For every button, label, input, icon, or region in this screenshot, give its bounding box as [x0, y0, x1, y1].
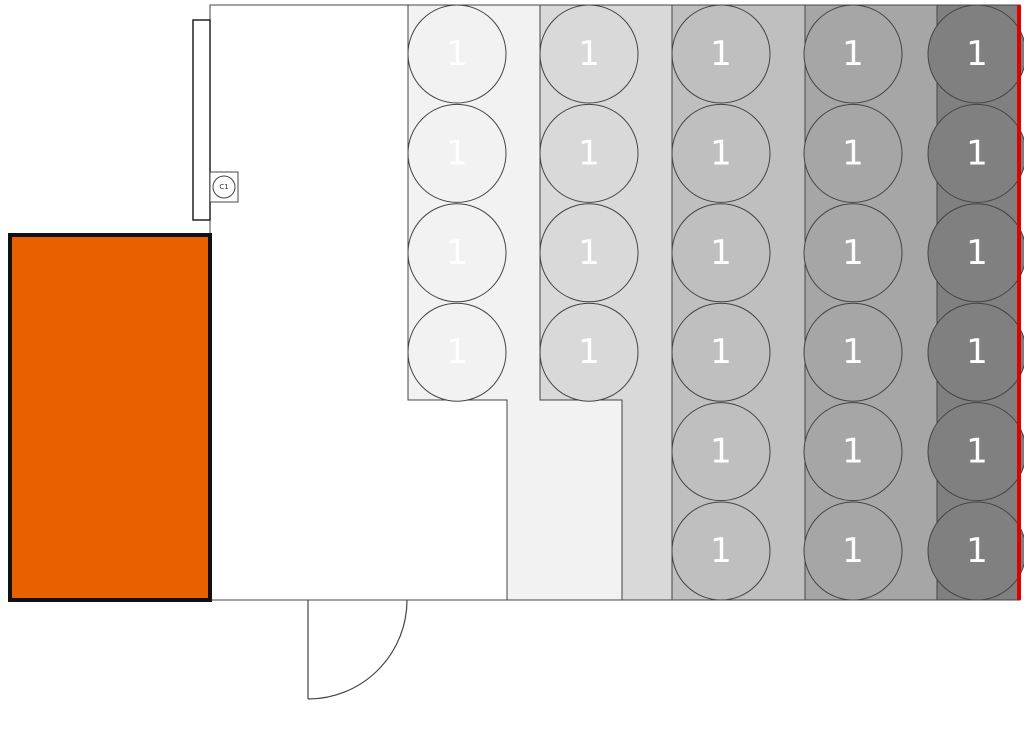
seat-label: 1 — [446, 133, 468, 173]
seat[interactable]: 1 — [539, 203, 639, 303]
seat-label: 1 — [966, 233, 988, 273]
seat[interactable]: 1 — [927, 4, 1024, 104]
seat-circle — [539, 4, 639, 104]
seat[interactable]: 1 — [803, 103, 903, 203]
orange-block — [8, 233, 212, 602]
seat-circle — [671, 302, 771, 402]
seat-label: 1 — [578, 34, 600, 74]
seat[interactable]: 1 — [671, 4, 771, 104]
door-swing-arc — [307, 599, 408, 700]
seat[interactable]: 1 — [671, 203, 771, 303]
seat-circle — [407, 203, 507, 303]
seat[interactable]: 1 — [803, 501, 903, 601]
seat-circle — [927, 302, 1024, 402]
seat-label: 1 — [842, 133, 864, 173]
seat-label: 1 — [842, 531, 864, 571]
seat-label: 1 — [710, 531, 732, 571]
seat-label: 1 — [966, 332, 988, 372]
seat[interactable]: 1 — [671, 302, 771, 402]
seat-label: 1 — [446, 34, 468, 74]
seat[interactable]: 1 — [407, 203, 507, 303]
seat[interactable]: 1 — [671, 103, 771, 203]
seat-circle — [539, 103, 639, 203]
seat-circle — [407, 4, 507, 104]
controller-label: C1 — [219, 183, 228, 191]
seat[interactable]: 1 — [927, 302, 1024, 402]
seat-circle — [407, 103, 507, 203]
seat[interactable]: 1 — [407, 302, 507, 402]
seat-label: 1 — [710, 233, 732, 273]
seat-circle — [927, 103, 1024, 203]
door[interactable] — [307, 599, 408, 700]
seat[interactable]: 1 — [927, 402, 1024, 502]
seat-label: 1 — [710, 332, 732, 372]
seat[interactable]: 1 — [803, 402, 903, 502]
seating-area: 1 1 1 1 1 1 1 1 1 1 1 1 1 1 1 1 1 1 1 1 1 1 1 1 1 1 — [407, 4, 1024, 601]
seat-label: 1 — [966, 432, 988, 472]
seat[interactable]: 1 — [803, 302, 903, 402]
seat-circle — [407, 302, 507, 402]
seat[interactable]: 1 — [407, 103, 507, 203]
seat-label: 1 — [446, 332, 468, 372]
seat-circle — [803, 302, 903, 402]
seat-circle — [671, 4, 771, 104]
seat-circle — [803, 203, 903, 303]
seat[interactable]: 1 — [671, 501, 771, 601]
seat-label: 1 — [578, 233, 600, 273]
seat-label: 1 — [966, 34, 988, 74]
seat[interactable]: 1 — [407, 4, 507, 104]
seat-circle — [671, 402, 771, 502]
seat-circle — [803, 501, 903, 601]
seat-label: 1 — [578, 332, 600, 372]
seat-label: 1 — [842, 432, 864, 472]
seat-label: 1 — [446, 233, 468, 273]
seat[interactable]: 1 — [927, 203, 1024, 303]
seat[interactable]: 1 — [927, 103, 1024, 203]
seat-label: 1 — [710, 133, 732, 173]
seat-circle — [803, 402, 903, 502]
zone-3 — [671, 4, 806, 601]
seat-circle — [671, 501, 771, 601]
wall-panel — [192, 19, 211, 221]
seat[interactable]: 1 — [803, 4, 903, 104]
seat-circle — [927, 501, 1024, 601]
seat-label: 1 — [966, 133, 988, 173]
seat-label: 1 — [710, 432, 732, 472]
seat-circle — [539, 203, 639, 303]
seat-label: 1 — [842, 332, 864, 372]
seat-circle — [539, 302, 639, 402]
seat-label: 1 — [842, 233, 864, 273]
seat-label: 1 — [578, 133, 600, 173]
seat[interactable]: 1 — [539, 103, 639, 203]
seat[interactable]: 1 — [803, 203, 903, 303]
seat[interactable]: 1 — [927, 501, 1024, 601]
controller-icon: C1 — [209, 171, 239, 203]
seat-circle — [671, 203, 771, 303]
seat-circle — [927, 203, 1024, 303]
seat-circle — [927, 402, 1024, 502]
seat-circle — [803, 4, 903, 104]
seat-label: 1 — [842, 34, 864, 74]
zone-4 — [804, 4, 938, 601]
seat-label: 1 — [710, 34, 732, 74]
seat[interactable]: 1 — [539, 302, 639, 402]
seat-circle — [671, 103, 771, 203]
seat[interactable]: 1 — [539, 4, 639, 104]
seat-circle — [803, 103, 903, 203]
seat-label: 1 — [966, 531, 988, 571]
seat[interactable]: 1 — [671, 402, 771, 502]
seat-circle — [927, 4, 1024, 104]
